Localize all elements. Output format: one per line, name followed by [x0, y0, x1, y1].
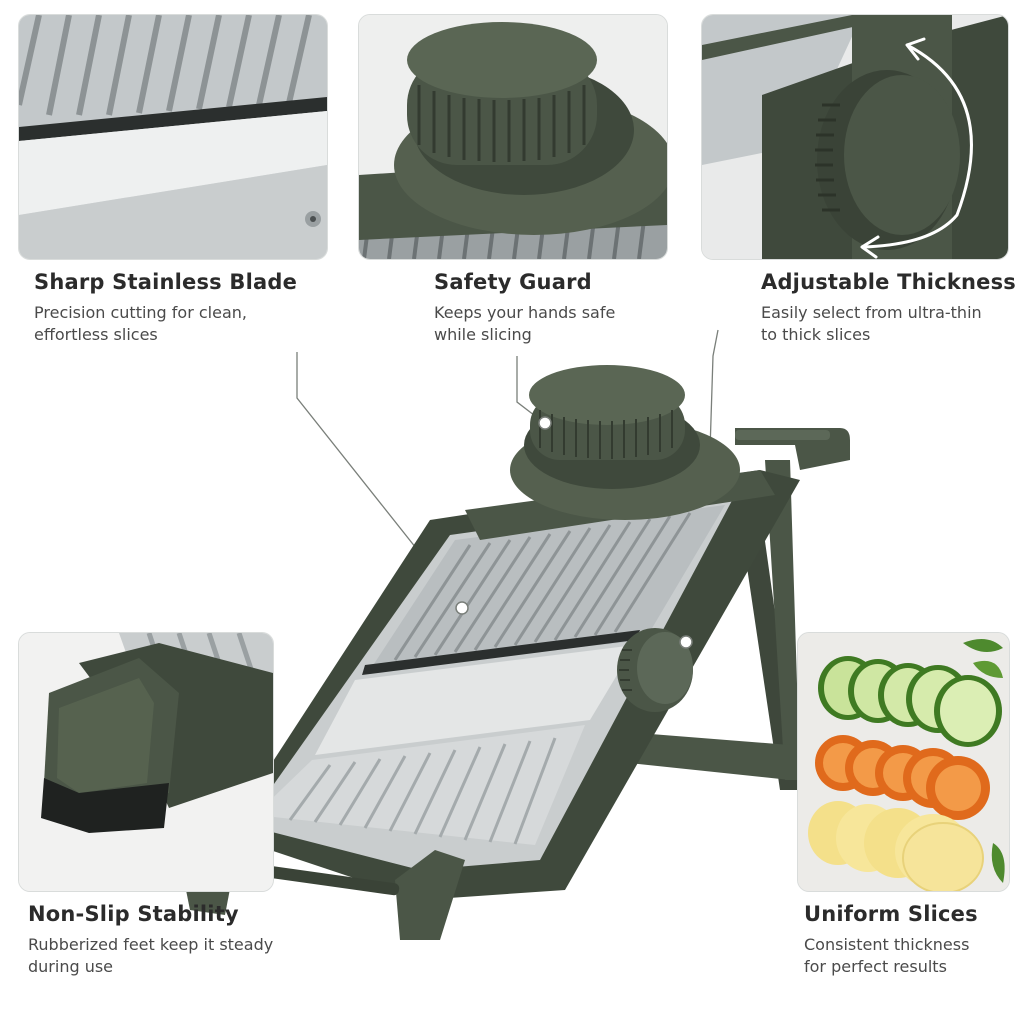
callout-dot-guard: [538, 416, 552, 430]
safety-guard-image: [359, 15, 667, 259]
rubber-foot-image: [19, 633, 273, 891]
thickness-dial: [617, 628, 693, 712]
safety-guard: [465, 365, 775, 540]
feature-title: Non-Slip Stability: [28, 902, 239, 926]
feature-description: Rubberized feet keep it steady during us…: [28, 935, 274, 976]
feature-description: Keeps your hands safe while slicing: [434, 303, 616, 344]
thickness-dial-image: [702, 15, 1008, 259]
panel-nonslip-closeup: [18, 632, 274, 892]
carrot-slices: [815, 735, 990, 820]
callout-dot-thickness: [679, 635, 693, 649]
feature-title: Uniform Slices: [804, 902, 978, 926]
sliced-vegetables-image: [798, 633, 1009, 891]
feature-title: Sharp Stainless Blade: [34, 270, 298, 294]
callout-dot-blade: [455, 601, 469, 615]
panel-guard-closeup: [358, 14, 668, 260]
stainless-blade-image: [19, 15, 327, 259]
feature-description: Easily select from ultra-thin to thick s…: [761, 303, 982, 344]
feature-description: Precision cutting for clean, effortless …: [34, 303, 247, 344]
rotate-arrow-icon: [860, 37, 973, 259]
feature-title: Adjustable Thickness: [761, 270, 1017, 294]
feature-blade: Sharp Stainless Blade Precision cutting …: [34, 270, 297, 346]
slicer-deck: [180, 470, 800, 940]
feature-description: Consistent thickness for perfect results: [804, 935, 970, 976]
panel-thickness-closeup: [701, 14, 1009, 260]
panel-uniform-closeup: [797, 632, 1010, 892]
cucumber-slices: [818, 656, 1002, 747]
potato-slices: [808, 801, 984, 891]
feature-thickness: Adjustable Thickness Easily select from …: [761, 270, 1016, 346]
feature-nonslip: Non-Slip Stability Rubberized feet keep …: [28, 902, 273, 978]
feature-guard: Safety Guard Keeps your hands safe while…: [434, 270, 615, 346]
feature-uniform: Uniform Slices Consistent thickness for …: [804, 902, 978, 978]
callout-line-blade: [296, 352, 463, 607]
panel-blade-closeup: [18, 14, 328, 260]
feature-title: Safety Guard: [434, 270, 592, 294]
